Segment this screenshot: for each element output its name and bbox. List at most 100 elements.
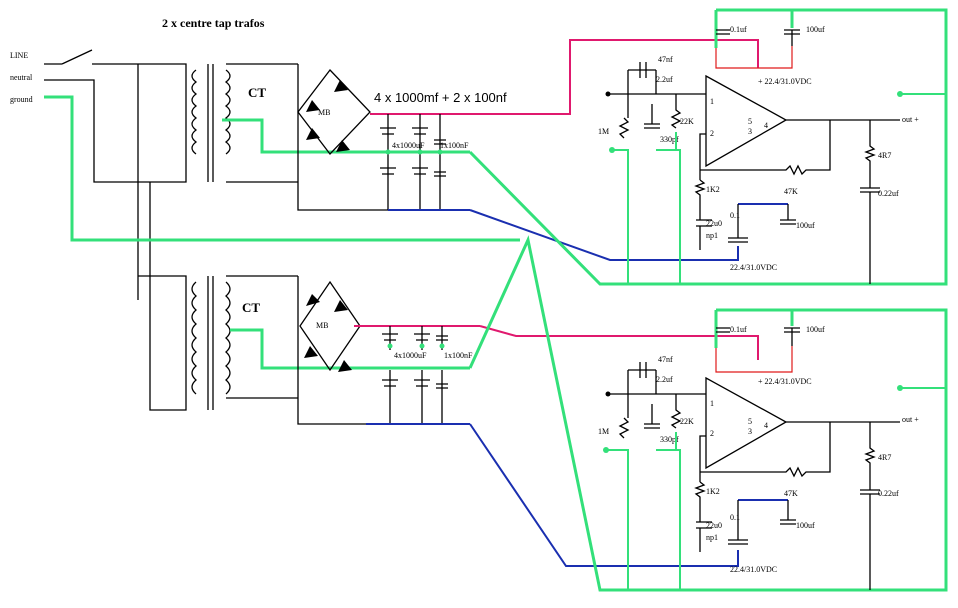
amp2-c-g-type: np1 xyxy=(706,533,718,542)
amp1-c-g-type: np1 xyxy=(706,231,718,240)
amp1-opamp xyxy=(705,74,788,168)
amp1-c-top-1: 0.1uf xyxy=(730,25,747,34)
amp2-c-rf-label: 330pf xyxy=(660,435,679,444)
amp2-c-rf xyxy=(644,404,660,429)
amp1-r-f-label: 47K xyxy=(784,187,798,196)
amp1-pin3: 3 xyxy=(748,127,752,136)
amp1-pin1: 1 xyxy=(710,97,714,106)
gnd-feed-amp1 xyxy=(468,8,948,286)
amp1-c-in2: 2.2uf xyxy=(656,75,673,84)
amp2-c-top-1: 0.1uf xyxy=(730,325,747,334)
bridge-outline-2 xyxy=(299,280,361,372)
cap-note-1a: 4x1000uF xyxy=(392,141,425,150)
pos-feed-amp1 xyxy=(480,39,759,115)
primary-2 xyxy=(138,275,187,411)
amp1-r-in xyxy=(618,117,630,139)
bridge-leads-2 xyxy=(297,276,470,425)
supply-distribution xyxy=(468,8,948,592)
diode-2b xyxy=(334,300,348,312)
caps-note-1: 4 x 1000mf + 2 x 100nf xyxy=(374,90,507,105)
amp1-out: out + xyxy=(902,115,919,124)
amp2-top-caps xyxy=(716,327,800,346)
transformer-1: CT xyxy=(138,63,470,183)
bridge-label-2: MB xyxy=(316,321,328,330)
neutral-label: neutral xyxy=(10,73,33,82)
secondary-coil-2 xyxy=(225,281,231,395)
amp2-out-gnd-node xyxy=(897,385,903,391)
cap-note-2b: 1x100nF xyxy=(444,351,473,360)
amp2-c-zobel: 0.22uf xyxy=(878,489,899,498)
secondary-coil-1 xyxy=(224,69,231,155)
core-1 xyxy=(207,64,214,182)
amp2-input-gnd-node xyxy=(603,447,609,453)
node-1c xyxy=(437,149,443,155)
amp2-r-in xyxy=(618,417,630,439)
ct-label-2: CT xyxy=(242,300,260,315)
amp2-r-f xyxy=(700,422,831,478)
node-1b xyxy=(417,149,423,155)
primary-coil-1 xyxy=(191,69,198,155)
bridge-outline-1 xyxy=(297,68,371,156)
amp2-r-g: 1K2 xyxy=(706,487,720,496)
primary-1 xyxy=(138,63,187,183)
diode-1b xyxy=(306,100,320,112)
amp2-opamp xyxy=(705,376,788,470)
amp1-pin2: 2 xyxy=(710,129,714,138)
caps-1a xyxy=(380,127,446,145)
pos-feed-amp2 xyxy=(479,325,759,360)
caps-2a xyxy=(382,333,448,341)
bridge-rectifier-1: MB xyxy=(297,64,470,211)
amp2-gain-net xyxy=(694,435,712,552)
amp1-r-zobel: 4R7 xyxy=(878,151,891,160)
amp1-top-gnd xyxy=(714,8,794,48)
node-2a xyxy=(387,343,393,349)
line-label: LINE xyxy=(10,51,28,60)
amp1-top-caps xyxy=(716,29,800,46)
amplifier-2: 0.1uf 100uf + 22.4/31.0VDC 1 2 5 3 4 47n… xyxy=(598,308,946,590)
amp1-gain-net xyxy=(694,133,712,250)
ground-wire xyxy=(44,95,520,242)
amp1-c-bot-2: 100uf xyxy=(796,221,815,230)
amp1-r-bias xyxy=(670,94,682,129)
amp2-out: out + xyxy=(902,415,919,424)
amp1-input-gnd-node xyxy=(609,147,615,153)
gnd-feed-amp2 xyxy=(468,235,948,592)
ground-label: ground xyxy=(10,95,33,104)
amp2-supply-neg: 22.4/31.0VDC xyxy=(730,565,777,574)
amp1-supply-neg: 22.4/31.0VDC xyxy=(730,263,777,272)
amp1-out-gnd-node xyxy=(897,91,903,97)
center-tap-1 xyxy=(222,118,470,154)
amp1-r-in-label: 1M xyxy=(598,127,609,136)
cap-legs-1b xyxy=(387,152,441,210)
amp2-top-gnd xyxy=(714,308,794,348)
neg-feed-amp1 xyxy=(469,209,739,261)
mains-switch xyxy=(44,49,138,65)
diagram-title: 2 x centre tap trafos xyxy=(162,16,265,30)
core-2 xyxy=(207,276,214,410)
diode-2a xyxy=(306,294,320,306)
amp1-rail-red xyxy=(715,46,793,69)
cap-legs-2a xyxy=(389,326,443,350)
amp2-pin3: 3 xyxy=(748,427,752,436)
diode-2c xyxy=(304,346,318,358)
cap-note-1b: 1x100nF xyxy=(440,141,469,150)
amp1-r-f xyxy=(700,120,831,176)
amp1-input-net xyxy=(608,62,706,118)
neutral-wire xyxy=(44,79,150,183)
amp1-r-bias-label: 22K xyxy=(680,117,694,126)
amp1-c-g: 22u0 xyxy=(706,219,722,228)
node-2c xyxy=(439,343,445,349)
cap-note-2a: 4x1000uF xyxy=(394,351,427,360)
amp2-c-bot-1: 0.1 xyxy=(730,513,740,522)
amp2-rail-red xyxy=(715,346,793,373)
amp1-input-gnd xyxy=(612,132,681,284)
amp1-r-g: 1K2 xyxy=(706,185,720,194)
diode-2d xyxy=(338,360,352,372)
amp2-neg-caps xyxy=(728,500,796,545)
bridge-rectifier-2: MB xyxy=(297,276,470,425)
amp2-c-top-2: 100uf xyxy=(806,325,825,334)
amp2-r-bias xyxy=(670,394,682,429)
center-tap-2 xyxy=(230,328,470,370)
amp2-r-zobel: 4R7 xyxy=(878,453,891,462)
